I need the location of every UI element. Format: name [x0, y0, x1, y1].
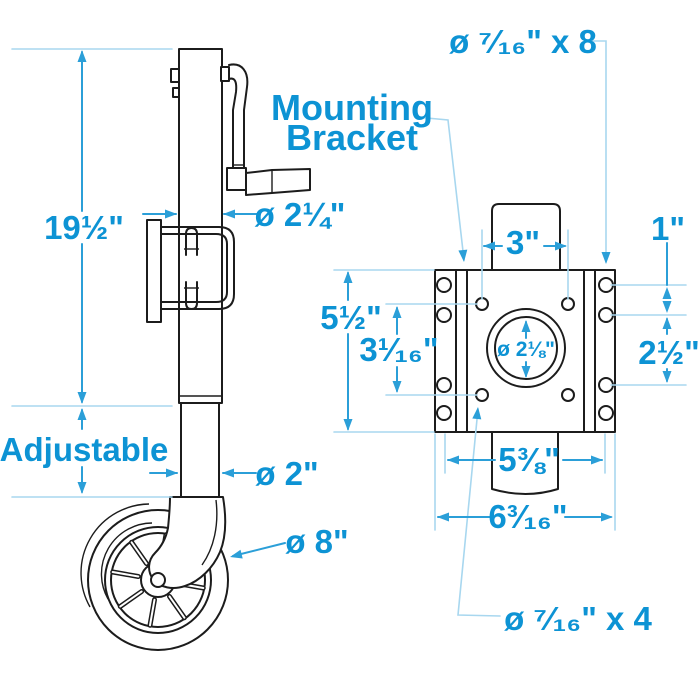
- crank-handle-grip: [245, 168, 311, 196]
- wheel-dia-leader: [232, 542, 286, 557]
- dim-outer-tube-od-label: ø 2¼": [255, 196, 346, 233]
- tire-3d-arc: [80, 503, 150, 608]
- mounting-bracket-label-line1: Mounting: [271, 87, 433, 128]
- bracket-clamp-inner: [160, 233, 228, 303]
- inner-holes-callout: ø ⁷⁄₁₆" x 4: [504, 600, 652, 637]
- inner-holes-leader: [457, 408, 501, 617]
- crank-arm-inner: [228, 77, 238, 170]
- bottom-tube-stub: [491, 431, 559, 495]
- dim-3-1-16-label: 3¹⁄₁₆": [359, 331, 438, 368]
- front-view-bracket: [434, 203, 616, 495]
- dimension-graphics: [11, 40, 687, 617]
- rim: [110, 532, 206, 628]
- dim-3in-label: 3": [506, 224, 540, 261]
- adjustable-label: Adjustable: [0, 431, 168, 468]
- axle-bolt: [150, 572, 166, 588]
- center-hole-label: ø 2⅛": [497, 338, 555, 361]
- tire-outer: [87, 509, 229, 651]
- tire-inner: [104, 526, 212, 634]
- dim-6-3-16-label: 6³⁄₁₆": [488, 498, 567, 535]
- center-hole-inner: [494, 316, 558, 380]
- top-tube-stub: [491, 203, 561, 271]
- bracket-clamp-outer: [160, 226, 235, 310]
- crank-mount: [220, 66, 230, 82]
- labels: 19½" ø 2¼" Adjustable ø 2" ø 8" Mounting…: [0, 23, 700, 637]
- flange-holes-leader: [583, 40, 607, 263]
- u-bolt-lower: [185, 281, 198, 310]
- crank-arm-outer: [228, 63, 249, 170]
- crank-handle-hub: [226, 167, 247, 191]
- tube-tab-lower: [172, 87, 180, 98]
- flange-holes: [436, 277, 614, 421]
- side-view-jack: [80, 48, 311, 651]
- tube-tab-upper: [170, 68, 180, 83]
- inner-holes: [475, 297, 575, 402]
- dim-height-label: 19½": [44, 209, 124, 246]
- dim-2-1-2-label: 2½": [638, 334, 700, 371]
- inner-tube: [180, 402, 220, 498]
- flange-holes-callout: ø ⁷⁄₁₆" x 8: [449, 23, 597, 60]
- dim-1in-label: 1": [651, 210, 685, 247]
- u-bolt-upper: [185, 227, 198, 256]
- center-hole-outer: [486, 308, 566, 388]
- mounting-bracket-label-line2: Bracket: [286, 117, 418, 158]
- wheel-diameter-label: ø 8": [285, 523, 348, 560]
- dim-5-1-2-label: 5½": [320, 299, 382, 336]
- rim-3d-arc: [100, 522, 153, 600]
- mounting-bracket-leader: [415, 116, 465, 261]
- fork-inner-line: [201, 499, 218, 566]
- dim-5-3-8-label: 5⅜": [498, 441, 560, 478]
- dim-inner-tube-od-label: ø 2": [255, 455, 318, 492]
- bracket-plate-side: [146, 219, 162, 323]
